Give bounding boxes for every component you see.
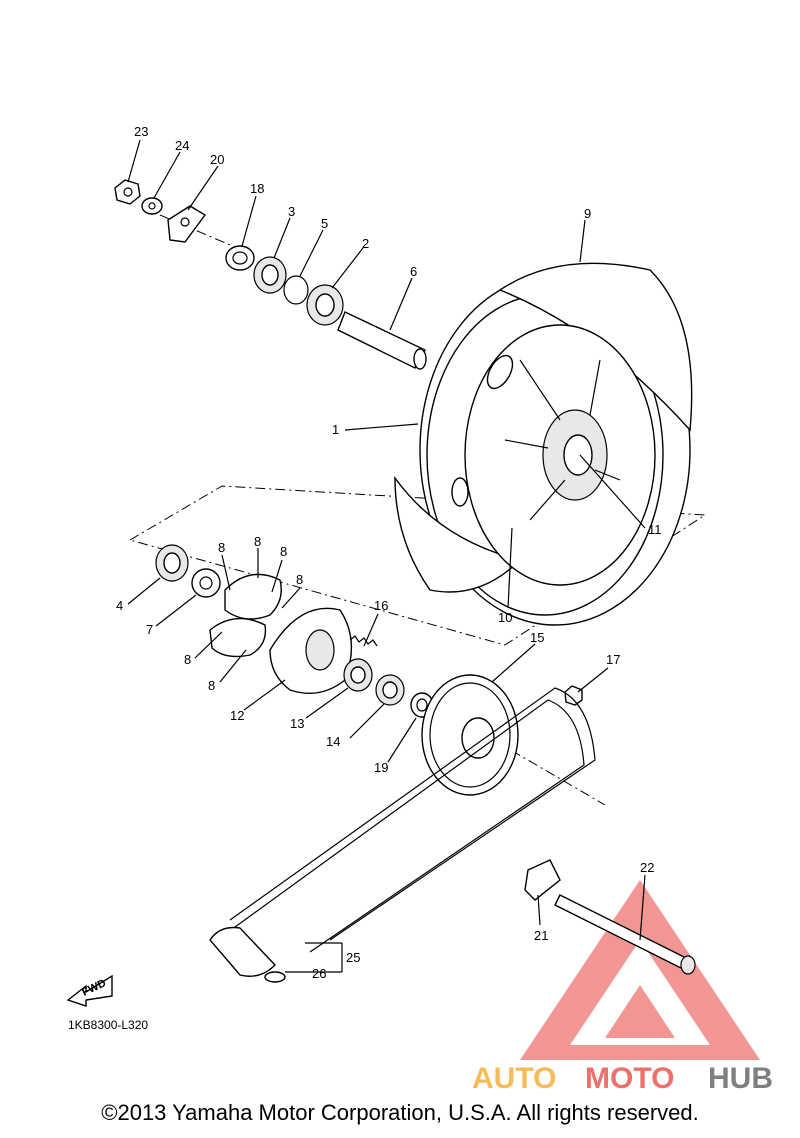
callout-25: 25 — [346, 950, 360, 965]
watermark-logo — [520, 880, 760, 1060]
adjuster-21 — [524, 859, 561, 901]
callout-14: 14 — [326, 734, 340, 749]
clutch-hub-12 — [269, 607, 353, 694]
callout-15: 15 — [530, 630, 544, 645]
leader-lines — [127, 139, 646, 973]
damper-8-lower — [209, 617, 267, 658]
spring-16 — [349, 635, 378, 647]
watermark-wordmark: AUTO MOTO HUB — [472, 1062, 773, 1095]
callout-19: 19 — [374, 760, 388, 775]
callout-8-b: 8 — [254, 534, 261, 549]
rear-wheel — [394, 262, 693, 626]
axle-collar — [337, 311, 427, 370]
callout-11: 11 — [648, 522, 662, 537]
damper-8-upper — [224, 573, 282, 620]
callout-16: 16 — [374, 598, 388, 613]
callout-8-c: 8 — [280, 544, 287, 559]
watermark-part2: MOTO — [585, 1062, 674, 1095]
callout-5: 5 — [321, 216, 328, 231]
callout-24: 24 — [175, 138, 189, 153]
bearing-4 — [155, 544, 189, 582]
washer-24 — [141, 197, 163, 215]
bearing-2 — [306, 284, 344, 326]
callout-7: 7 — [146, 622, 153, 637]
callout-13: 13 — [290, 716, 304, 731]
callout-21: 21 — [534, 928, 548, 943]
seal-14 — [375, 674, 405, 706]
axle-reference-line — [159, 214, 231, 246]
callout-8-d: 8 — [296, 572, 303, 587]
drawing-code: 1KB8300-L320 — [68, 1018, 149, 1032]
callout-9: 9 — [584, 206, 591, 221]
watermark-part1: AUTO — [472, 1062, 556, 1095]
wheel-axle-22 — [554, 894, 696, 975]
sprocket-15 — [421, 674, 519, 796]
adjuster-20 — [167, 205, 207, 243]
callout-8-a: 8 — [218, 540, 225, 555]
callout-4: 4 — [116, 598, 123, 613]
callout-10: 10 — [498, 610, 512, 625]
callout-26: 26 — [312, 966, 326, 981]
fwd-arrow-icon: FWD — [66, 974, 113, 1007]
callout-3: 3 — [288, 204, 295, 219]
collar-18 — [225, 245, 255, 271]
callout-labels: 23 24 20 18 3 5 2 6 9 1 11 10 4 7 8 8 8 … — [116, 124, 662, 981]
callout-8-e: 8 — [184, 652, 191, 667]
collar-7 — [191, 568, 221, 598]
chain-joint-26 — [264, 971, 286, 983]
nut-23 — [114, 179, 141, 205]
watermark-part3: HUB — [708, 1062, 773, 1095]
callout-22: 22 — [640, 860, 654, 875]
copyright-notice: ©2013 Yamaha Motor Corporation, U.S.A. A… — [101, 1100, 699, 1125]
drive-chain-25 — [209, 687, 596, 977]
callout-23: 23 — [134, 124, 148, 139]
callout-1: 1 — [332, 422, 339, 437]
nut-17 — [564, 685, 583, 706]
bearing-3 — [253, 256, 287, 294]
callout-8-f: 8 — [208, 678, 215, 693]
callout-12: 12 — [230, 708, 244, 723]
callout-20: 20 — [210, 152, 224, 167]
circlip-5 — [283, 275, 309, 305]
callout-18: 18 — [250, 181, 264, 196]
callout-2: 2 — [362, 236, 369, 251]
bearing-13 — [343, 658, 373, 692]
callout-17: 17 — [606, 652, 620, 667]
callout-6: 6 — [410, 264, 417, 279]
